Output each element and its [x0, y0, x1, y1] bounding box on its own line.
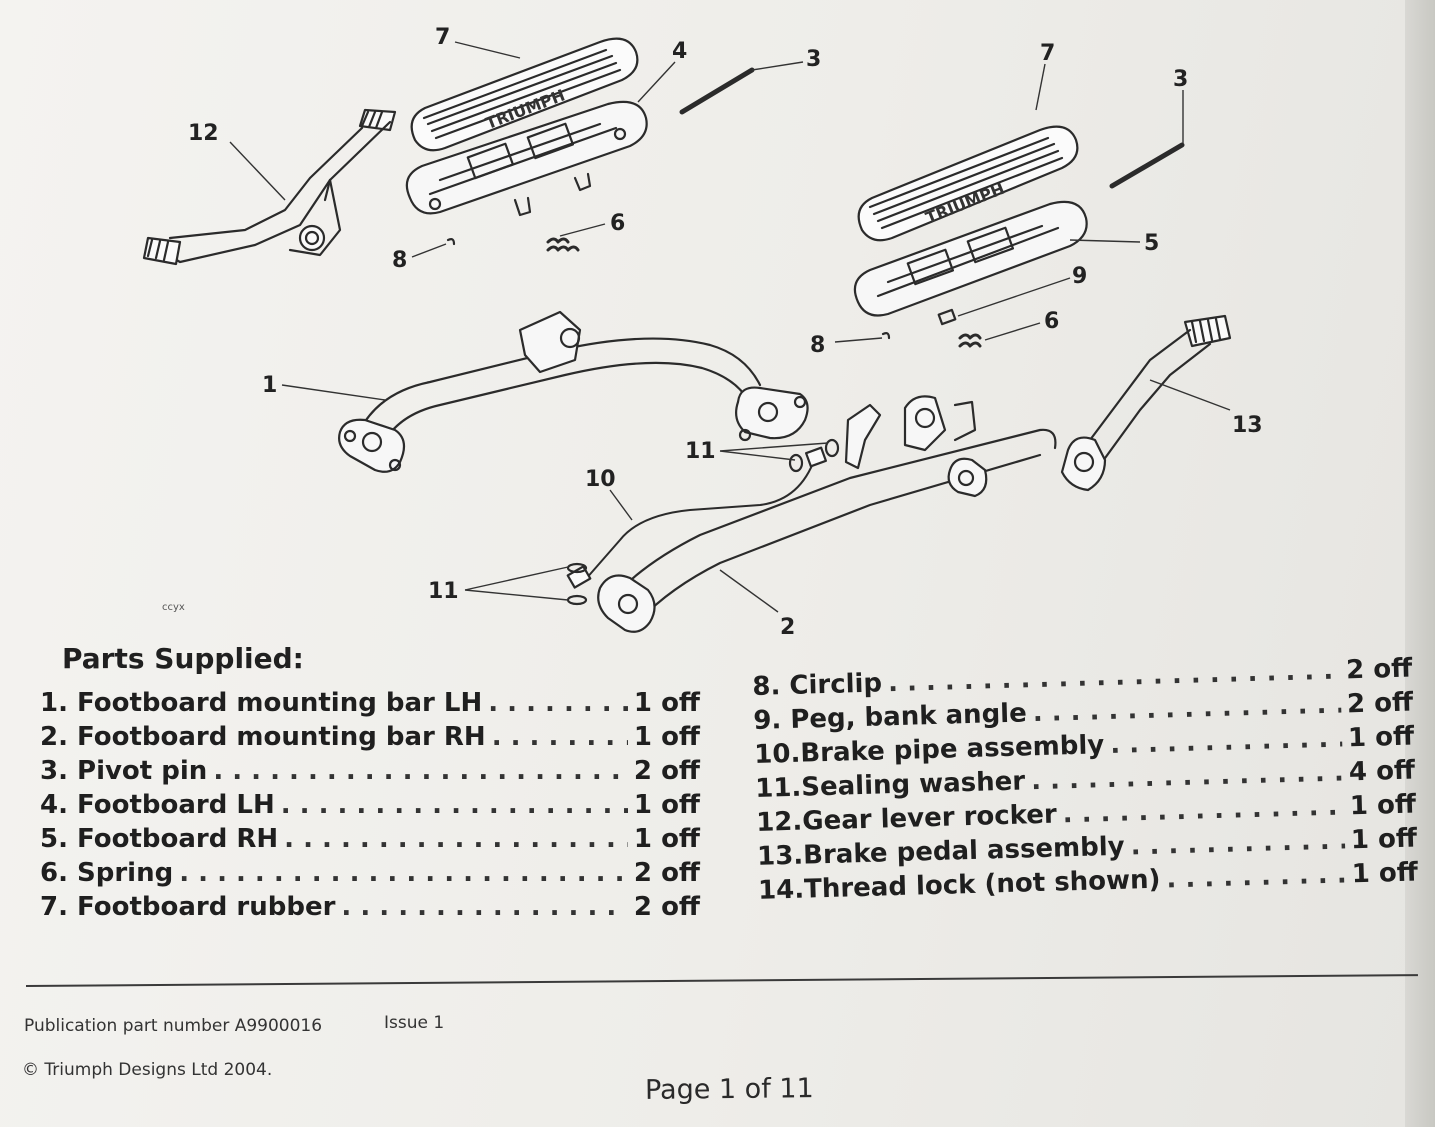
part-row: 3. Pivot pin 2 off [40, 756, 700, 790]
part-quantity: 2 off [633, 756, 700, 786]
callout-number: 6 [1044, 309, 1059, 334]
spring-rh-drawing [958, 333, 982, 348]
circlip-lh-drawing [446, 238, 456, 246]
dot-leader [1110, 724, 1343, 760]
callout-number: 12 [188, 121, 219, 146]
part-name: 4. Footboard LH [40, 790, 275, 820]
part-name: 1. Footboard mounting bar LH [40, 688, 483, 718]
circlip-rh-drawing [881, 332, 891, 340]
callout-number: 3 [806, 47, 821, 72]
footboard-rh-drawing [853, 200, 1088, 317]
callout-number: 8 [810, 333, 825, 358]
diagram-watermark: ccyx [162, 602, 185, 613]
part-name: 7. Footboard rubber [40, 892, 336, 922]
pivot-pin-lh-drawing [679, 67, 755, 115]
dot-leader [341, 892, 628, 922]
exploded-parts-diagram: TRIUMPH TRIUMPH [142, 25, 1263, 640]
part-quantity: 1 off [1351, 857, 1419, 890]
part-row: 1. Footboard mounting bar LH 1 off [40, 688, 700, 722]
callout-number: 9 [1072, 264, 1087, 289]
dot-leader [488, 688, 628, 718]
page-number: Page 1 of 11 [644, 1073, 814, 1106]
publication-number: Publication part number A9900016 [24, 1016, 323, 1036]
part-quantity: 1 off [633, 722, 700, 752]
spring-lh-drawing [546, 237, 580, 252]
sealing-washer-drawing [824, 438, 840, 458]
dot-leader [281, 790, 628, 820]
brake-pedal-drawing [1060, 314, 1232, 492]
part-quantity: 1 off [633, 790, 700, 820]
dot-leader [1130, 826, 1345, 862]
part-row: 7. Footboard rubber 2 off [40, 892, 700, 926]
callout-number: 5 [1144, 231, 1159, 256]
parts-list-right: 8. Circlip2 off 9. Peg, bank angle2 off … [752, 654, 1418, 910]
bank-angle-peg-drawing [937, 308, 957, 326]
sealing-washer-drawing [566, 562, 588, 574]
part-name: 3. Pivot pin [40, 756, 208, 786]
sealing-washer-drawing [566, 594, 588, 606]
dot-leader [179, 858, 628, 888]
part-name: 9. Peg, bank angle [752, 698, 1028, 736]
page-edge [1405, 0, 1435, 1127]
part-row: 5. Footboard RH 1 off [40, 824, 700, 858]
part-quantity: 4 off [1348, 755, 1416, 788]
part-name: 2. Footboard mounting bar RH [40, 722, 486, 752]
callout-number: 2 [780, 615, 795, 640]
callout-number: 11 [428, 579, 459, 604]
part-quantity: 2 off [1345, 653, 1413, 686]
part-quantity: 2 off [633, 892, 700, 922]
callout-number: 8 [392, 248, 407, 273]
manual-page [0, 0, 1405, 1127]
callout-number: 13 [1232, 413, 1263, 438]
dot-leader [1062, 792, 1344, 830]
callout-number: 11 [685, 439, 716, 464]
parts-heading: Parts Supplied: [62, 642, 304, 675]
callout-number: 1 [262, 373, 277, 398]
dot-leader [284, 824, 628, 854]
parts-list-left: 1. Footboard mounting bar LH 1 off 2. Foo… [40, 688, 700, 926]
part-name: 11.Sealing washer [754, 766, 1026, 804]
mounting-bar-rh-drawing [597, 395, 1057, 633]
part-quantity: 1 off [633, 824, 700, 854]
part-name: 5. Footboard RH [40, 824, 279, 854]
callout-number: 10 [585, 467, 616, 492]
part-row: 6. Spring 2 off [40, 858, 700, 892]
part-row: 4. Footboard LH 1 off [40, 790, 700, 824]
part-row: 2. Footboard mounting bar RH 1 off [40, 722, 700, 756]
callout-number: 6 [610, 211, 625, 236]
part-quantity: 1 off [1349, 789, 1417, 822]
callout-number: 4 [672, 39, 687, 64]
brake-pipe-drawing [584, 457, 816, 581]
callout-number: 3 [1173, 67, 1188, 92]
part-quantity: 1 off [1347, 721, 1415, 754]
dot-leader [1166, 860, 1346, 895]
part-quantity: 2 off [633, 858, 700, 888]
part-name: 6. Spring [40, 858, 174, 888]
part-quantity: 2 off [1346, 687, 1414, 720]
pivot-pin-rh-drawing [1109, 142, 1185, 189]
part-name: 8. Circlip [752, 668, 883, 702]
dot-leader [213, 756, 628, 786]
mounting-bar-lh-drawing [338, 310, 809, 473]
footboard-lh-drawing [405, 100, 648, 217]
gear-lever-rocker-drawing [142, 108, 397, 266]
copyright-notice: © Triumph Designs Ltd 2004. [22, 1060, 273, 1080]
callout-number: 7 [1040, 41, 1055, 66]
part-quantity: 1 off [633, 688, 700, 718]
issue-number: Issue 1 [384, 1013, 445, 1033]
dot-leader [492, 722, 628, 752]
sealing-washer-drawing [788, 453, 804, 473]
callout-number: 7 [435, 25, 450, 50]
part-quantity: 1 off [1350, 823, 1418, 856]
